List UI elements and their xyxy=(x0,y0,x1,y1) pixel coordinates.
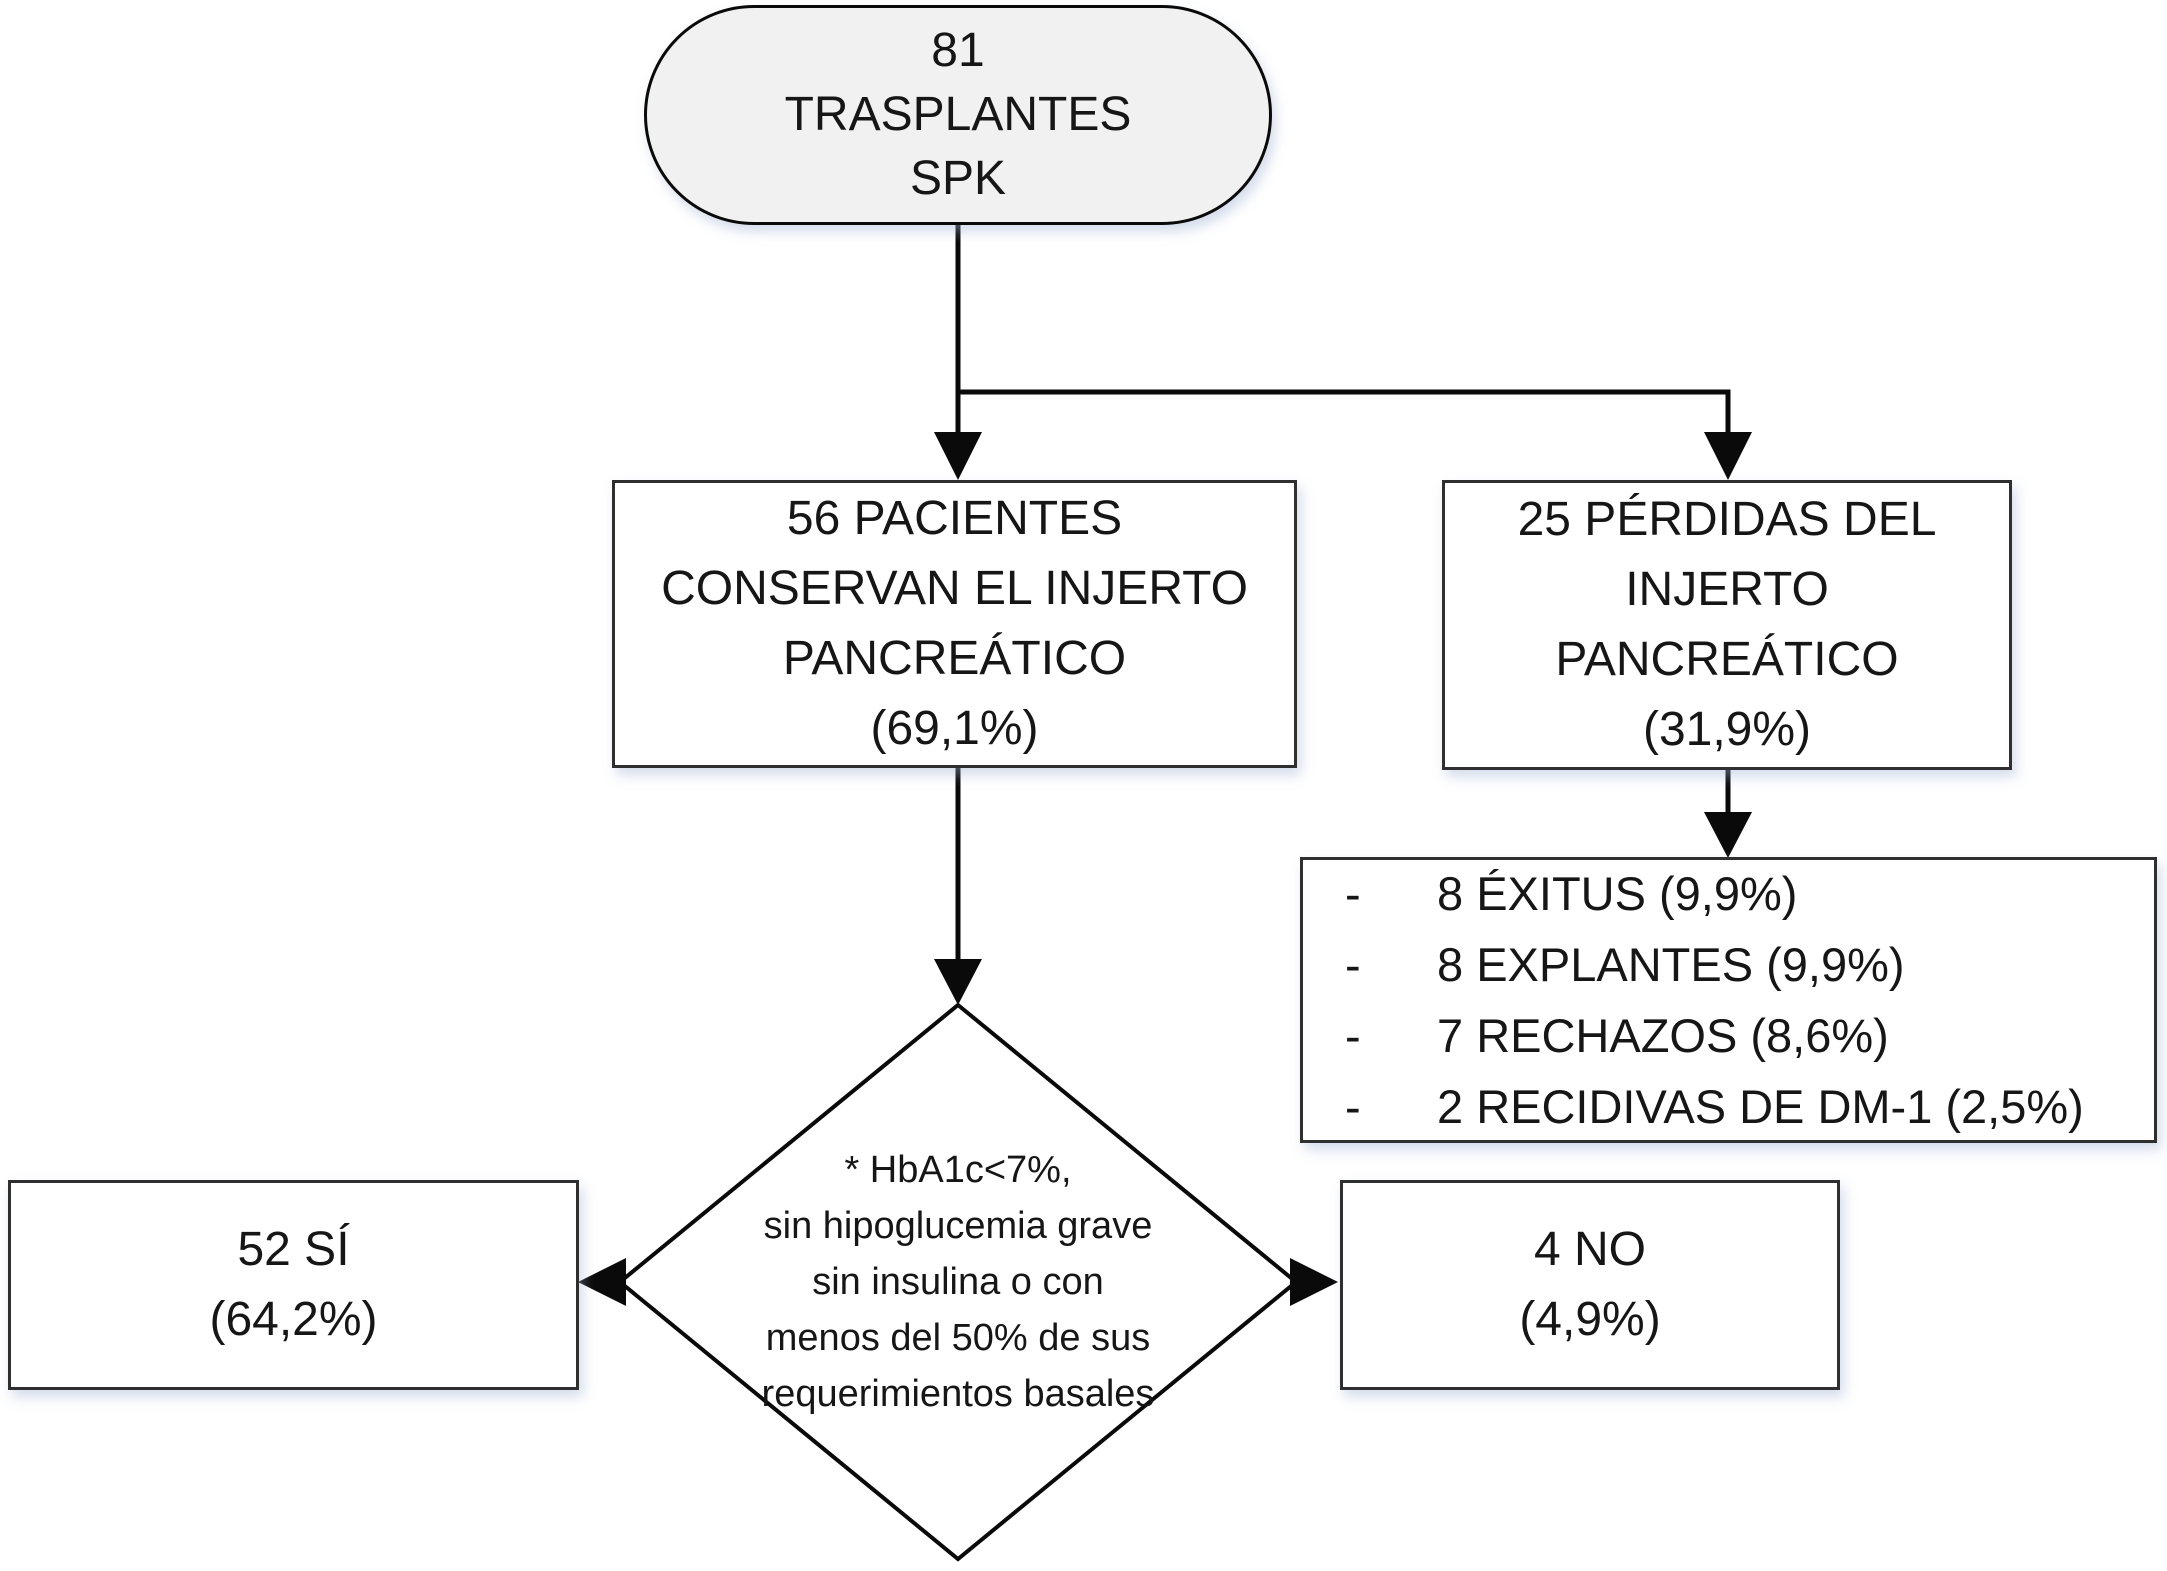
bullet-dash: - xyxy=(1345,938,1361,991)
arrowhead-into-causes xyxy=(1704,812,1752,858)
no-percentage: (4,9%) xyxy=(1519,1293,1661,1346)
bullet-dash: - xyxy=(1345,1009,1361,1062)
list-item: - 7 RECHAZOS (8,6%) xyxy=(1303,1000,2154,1071)
bullet-dash: - xyxy=(1345,1080,1361,1133)
yes-outcome-box: 52 SÍ (64,2%) xyxy=(8,1180,579,1390)
yes-count: 52 SÍ xyxy=(237,1223,350,1276)
lost-percentage: (31,9%) xyxy=(1642,703,1812,756)
arrowhead-into-yes xyxy=(578,1258,626,1306)
list-item: - 8 EXPLANTES (9,9%) xyxy=(1303,929,2154,1000)
kept-line-2: CONSERVAN EL INJERTO xyxy=(661,562,1248,615)
criteria-line-2: sin hipoglucemia grave xyxy=(763,1205,1153,1247)
criteria-line-3: sin insulina o con xyxy=(812,1261,1104,1303)
no-count: 4 NO xyxy=(1533,1223,1647,1276)
arrowhead-into-lost xyxy=(1704,432,1752,480)
cause-explantes: 8 EXPLANTES (9,9%) xyxy=(1437,938,1905,991)
line-branch-to-lost xyxy=(955,389,1731,438)
lost-line-1: 25 PÉRDIDAS DEL xyxy=(1517,493,1937,546)
criteria-line-4: menos del 50% de sus xyxy=(765,1317,1151,1359)
loss-causes-box: - 8 ÉXITUS (9,9%) - 8 EXPLANTES (9,9%) -… xyxy=(1300,857,2157,1143)
root-line-1: 81 xyxy=(931,24,985,77)
cause-exitus: 8 ÉXITUS (9,9%) xyxy=(1437,867,1798,920)
arrowhead-into-diamond xyxy=(934,959,982,1005)
root-line-2: TRASPLANTES xyxy=(784,88,1132,141)
arrowhead-into-no xyxy=(1290,1258,1338,1306)
kept-percentage: (69,1%) xyxy=(870,702,1039,755)
kept-line-3: PANCREÁTICO xyxy=(782,632,1127,685)
cause-recidivas: 2 RECIDIVAS DE DM-1 (2,5%) xyxy=(1437,1080,2084,1133)
root-line-3: SPK xyxy=(909,152,1007,205)
yes-percentage: (64,2%) xyxy=(209,1293,378,1346)
kept-graft-box: 56 PACIENTES CONSERVAN EL INJERTO PANCRE… xyxy=(612,480,1297,768)
lost-line-2: INJERTO xyxy=(1625,563,1829,616)
no-outcome-box: 4 NO (4,9%) xyxy=(1340,1180,1840,1390)
list-item: - 2 RECIDIVAS DE DM-1 (2,5%) xyxy=(1303,1071,2154,1142)
bullet-dash: - xyxy=(1345,867,1361,920)
list-item: - 8 ÉXITUS (9,9%) xyxy=(1303,858,2154,929)
kept-line-1: 56 PACIENTES xyxy=(786,492,1123,545)
criteria-line-5: requerimientos basales xyxy=(761,1373,1155,1415)
criteria-line-1: * HbA1c<7%, xyxy=(844,1149,1072,1191)
cause-rechazos: 7 RECHAZOS (8,6%) xyxy=(1437,1009,1889,1062)
arrowhead-into-kept xyxy=(934,432,982,480)
decision-criteria-text: * HbA1c<7%, sin hipoglucemia grave sin i… xyxy=(658,1142,1258,1422)
root-node-81-trasplantes: 81 TRASPLANTES SPK xyxy=(644,5,1272,225)
lost-line-3: PANCREÁTICO xyxy=(1555,633,1899,686)
lost-graft-box: 25 PÉRDIDAS DEL INJERTO PANCREÁTICO (31,… xyxy=(1442,480,2012,770)
